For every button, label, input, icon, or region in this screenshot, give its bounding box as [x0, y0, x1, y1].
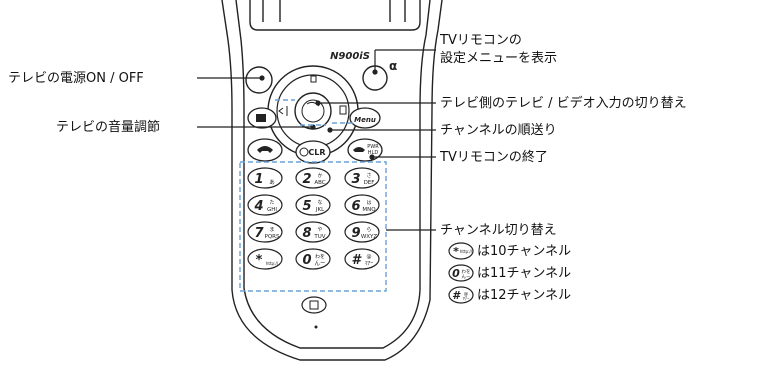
phone-call-icon: [257, 146, 273, 153]
key-kana: た: [269, 200, 274, 206]
menu-key[interactable]: [349, 107, 381, 129]
key-letters: ABC: [314, 180, 325, 186]
asterisk-key-icon: * http://: [448, 242, 474, 260]
svg-text:*: *: [453, 245, 459, 258]
key-kana: さ: [366, 172, 371, 179]
hld-label: HLD: [368, 150, 379, 156]
power-button[interactable]: [245, 66, 273, 94]
manner-icon: [309, 300, 319, 310]
label-tv-remote-menu-1: TVリモコンの: [440, 33, 522, 48]
svg-text:@: @: [464, 291, 469, 297]
key-letters: JKL: [315, 207, 325, 213]
key-kana: な: [317, 199, 322, 206]
nav-highlight-lines: [275, 99, 355, 126]
label-remote-end: TVリモコンの終了: [440, 150, 548, 165]
keypad-highlight: [239, 161, 387, 292]
model-name: N900iS: [330, 51, 370, 62]
svg-text:わを: わを: [462, 268, 471, 275]
svg-text:ﾏｱｰ: ﾏｱｰ: [463, 296, 470, 302]
key-digit: 4: [253, 199, 263, 214]
label-channel-forward: チャンネルの順送り: [440, 123, 557, 138]
key-digit: 6: [351, 199, 360, 214]
key-letters: MNO: [362, 207, 376, 213]
key-kana: ま: [269, 227, 274, 233]
menu-key-label: Menu: [354, 116, 376, 124]
pwr-label: PWR: [367, 144, 379, 150]
key-letters: あ: [269, 179, 275, 186]
mail-icon: [256, 114, 266, 122]
channel-item: # @ ﾏｱｰ は12チャンネル: [448, 284, 571, 306]
key-letters: DEF: [364, 180, 375, 186]
key-kana: わを: [315, 253, 325, 260]
key-digit: 7: [254, 226, 264, 241]
callout-lines: [197, 49, 436, 231]
nav-center-button[interactable]: [294, 92, 332, 130]
label-tv-remote-menu-2: 設定メニューを表示: [440, 51, 558, 66]
nav-left-icon: [278, 106, 288, 116]
label-power: テレビの電源ON / OFF: [8, 71, 144, 86]
keypad-key[interactable]: *http://: [247, 248, 283, 270]
key-digit: 5: [302, 199, 311, 214]
key-kana: ら: [366, 227, 371, 233]
key-letters: WXYZ: [361, 234, 378, 240]
clr-key[interactable]: [295, 140, 331, 164]
zero-key-icon: 0 わを んー: [448, 264, 474, 282]
hash-key-icon: # @ ﾏｱｰ: [448, 286, 474, 304]
key-letters: TUV: [313, 234, 325, 240]
key-digit: 3: [351, 172, 360, 187]
channel-item-text: は12チャンネル: [477, 287, 572, 303]
channel-item: 0 わを んー は11チャンネル: [448, 262, 571, 284]
key-letters: http://: [266, 261, 279, 266]
key-digit: *: [256, 253, 263, 268]
clr-key-label: CLR: [308, 148, 325, 157]
microphone: [314, 325, 318, 329]
key-digit: 1: [254, 172, 263, 187]
key-letters: PQRS: [265, 234, 280, 240]
channel-item-text: は11チャンネル: [477, 265, 572, 281]
label-channel-switch: チャンネル切り替え: [440, 223, 557, 238]
key-kana: や: [317, 226, 322, 233]
nav-center-inner: [301, 99, 325, 123]
nav-right-icon: [339, 105, 347, 115]
svg-text:0: 0: [452, 267, 460, 280]
key-letters: ﾏｱｰ: [365, 260, 374, 267]
key-kana: @: [367, 254, 372, 260]
manner-key[interactable]: [301, 296, 327, 314]
key-digit: 9: [351, 226, 360, 241]
nav-up-icon: [310, 75, 317, 83]
key-letters: んー: [314, 260, 325, 267]
phone-body: [221, 0, 443, 361]
svg-text:#: #: [452, 289, 461, 302]
svg-text:http://: http://: [460, 249, 473, 254]
key-digit: 0: [302, 253, 311, 268]
label-input-switch: テレビ側のテレビ / ビデオ入力の切り替え: [440, 96, 687, 111]
key-digit: 2: [302, 172, 311, 187]
end-call-icon: [353, 147, 365, 152]
key-digit: #: [351, 253, 362, 268]
alpha-symbol: α: [389, 59, 397, 73]
key-letters: GHI: [267, 207, 277, 213]
key-kana: は: [366, 200, 371, 206]
channel-switch-list: * http:// は10チャンネル 0 わを んー は11チャンネル # @ …: [448, 240, 571, 306]
channel-item: * http:// は10チャンネル: [448, 240, 571, 262]
svg-text:んー: んー: [462, 274, 471, 280]
key-digit: 8: [302, 226, 311, 241]
key-kana: か: [317, 172, 322, 179]
label-volume: テレビの音量調節: [56, 120, 161, 135]
keypad-key[interactable]: # @ﾏｱｰ: [344, 248, 380, 270]
channel-item-text: は10チャンネル: [477, 243, 572, 259]
